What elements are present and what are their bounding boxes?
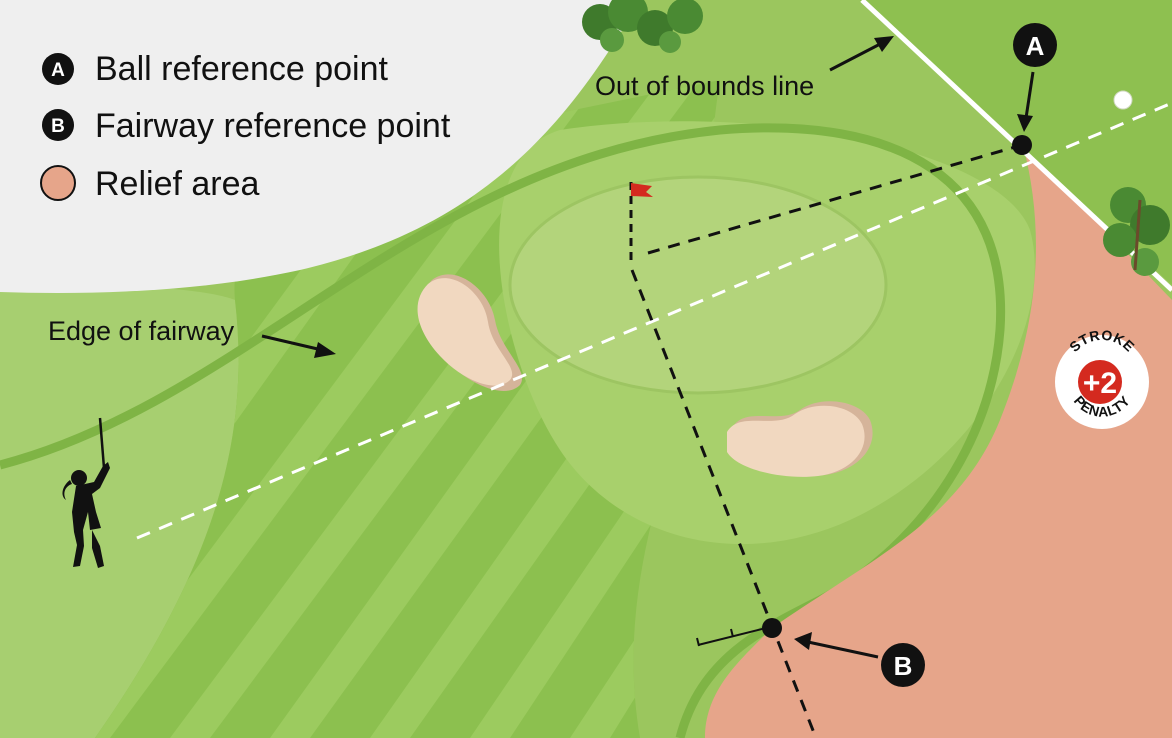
legend-background — [0, 0, 640, 293]
legend-swatch-relief — [40, 165, 76, 201]
tree-top-icon — [582, 0, 703, 53]
bunker-left — [417, 274, 523, 391]
club-length-ticks — [696, 626, 771, 647]
flag-icon — [629, 182, 653, 260]
out-of-bounds-annotation: Out of bounds line — [595, 36, 894, 101]
legend-label-relief: Relief area — [95, 165, 260, 203]
marker-a-badge — [1013, 23, 1057, 67]
legend-marker-b-letter: B — [51, 116, 65, 137]
shot-line — [136, 101, 1172, 540]
marker-b-arrowhead — [794, 632, 812, 650]
out-of-bounds-arrowhead — [874, 36, 894, 52]
penalty-value: +2 — [1083, 367, 1117, 400]
legend-label-a: Ball reference point — [95, 50, 389, 88]
out-of-bounds-label: Out of bounds line — [595, 71, 814, 101]
edge-of-fairway-arrowhead — [314, 342, 336, 358]
stroke-penalty-badge: +2 STROKE PENALTY — [1055, 327, 1149, 429]
marker-a-callout: A — [1013, 23, 1057, 132]
bunker-right — [727, 401, 873, 477]
legend-item-relief: Relief area — [40, 165, 260, 203]
golfer-icon — [62, 417, 110, 568]
legend: A Ball reference point B Fairway referen… — [40, 50, 451, 203]
marker-b-letter: B — [894, 651, 913, 681]
ball-reference-point — [1012, 135, 1032, 155]
tree-right-icon — [1103, 187, 1170, 276]
edge-of-fairway-arrow — [261, 334, 323, 352]
legend-item-a: A Ball reference point — [42, 50, 389, 88]
marker-b-arrow — [807, 640, 879, 659]
marker-a-arrowhead — [1017, 114, 1033, 132]
putting-green — [508, 175, 888, 395]
penalty-value-circle — [1078, 360, 1122, 404]
legend-marker-a-letter: A — [51, 60, 65, 81]
reference-line-a — [647, 143, 1023, 255]
relief-area — [705, 145, 1172, 738]
legend-marker-a — [42, 53, 74, 85]
legend-item-b: B Fairway reference point — [42, 107, 451, 145]
edge-of-fairway-label: Edge of fairway — [48, 316, 235, 346]
out-of-bounds-arrow — [829, 40, 885, 72]
marker-b-badge — [881, 643, 925, 687]
marker-b-callout: B — [794, 632, 925, 687]
marker-a-letter: A — [1026, 31, 1045, 61]
marker-a-arrow — [1024, 71, 1035, 119]
legend-label-b: Fairway reference point — [95, 107, 451, 145]
rough-left-band — [0, 285, 239, 738]
fairway-reference-point — [762, 618, 782, 638]
legend-marker-b — [42, 109, 74, 141]
golf-ball-icon — [1113, 90, 1133, 110]
edge-of-fairway-annotation: Edge of fairway — [48, 316, 336, 358]
